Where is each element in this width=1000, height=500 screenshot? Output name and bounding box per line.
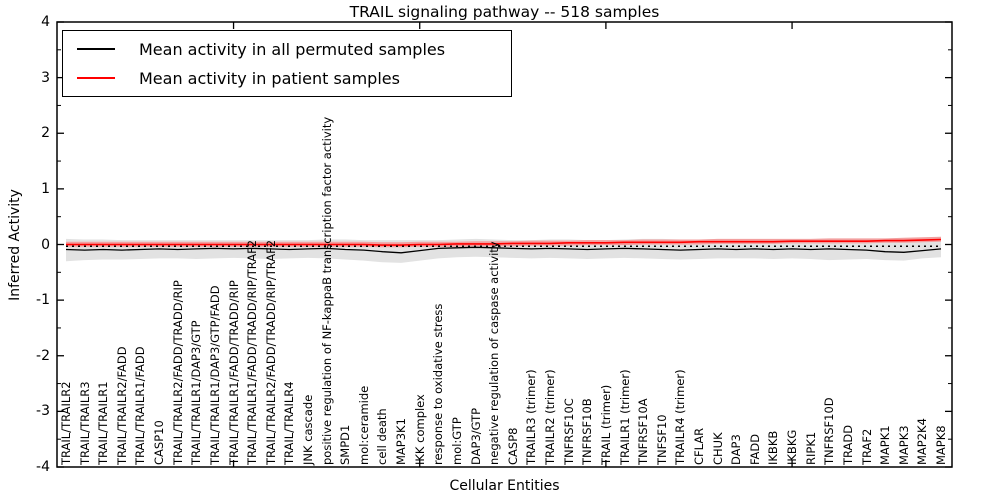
x-category-label: mol:ceramide [356,385,371,465]
x-category-label: TNFRSF10D [822,397,837,465]
x-category-label: CASP10 [152,420,167,465]
x-category-label: positive regulation of NF-kappaB transcr… [319,116,334,465]
x-category-label: TNFRSF10B [580,398,595,465]
x-category-label: TRAILR3 (trimer) [524,369,539,465]
x-category-label: TNFRSF10A [636,398,651,465]
x-category-label: JNK cascade [301,394,316,465]
x-category-label: TRAIL/TRAILR2 [59,381,73,465]
legend-line-swatch-black [77,48,115,50]
x-category-label: TRAIL/TRAILR2/FADD/TRADD/RIP/TRAF2 [263,239,278,465]
x-category-label: TRADD [840,424,855,465]
x-category-label: TRAIL/TRAILR1/DAP3/GTP/FADD [207,285,222,465]
series-permuted-mean-line [65,246,942,254]
x-category-label: IKBKB [766,430,781,465]
x-category-label: IKBKG [785,429,800,465]
x-category-label: TNFSF10 [654,414,669,465]
x-category-label: DAP3/GTP [468,407,483,465]
legend-item-permuted: Mean activity in all permuted samples [77,37,511,61]
x-category-label: TRAIL/TRAILR1 [96,381,111,465]
x-category-label: TRAIL/TRAILR3 [77,381,92,465]
x-category-label: MAPK8 [934,425,948,465]
x-category-label: TRAIL/TRAILR1/FADD/TRADD/RIP [226,280,241,465]
x-category-label: IKK complex [412,394,427,465]
x-category-label: mol:GTP [449,417,464,465]
legend-label-permuted: Mean activity in all permuted samples [139,39,446,59]
series-patient-mean-line [66,238,942,246]
x-category-label: cell death [375,408,390,465]
legend: Mean activity in all permuted samples Me… [62,30,512,97]
legend-item-patient: Mean activity in patient samples [77,66,511,90]
x-axis-label: Cellular Entities [449,478,560,494]
x-category-label: TRAILR4 (trimer) [673,369,688,465]
x-category-label: TRAF2 [859,428,874,465]
x-category-label: FADD [747,433,762,465]
x-category-label: SMPD1 [338,424,353,465]
x-category-label: negative regulation of caspase activity [487,241,502,465]
x-category-label: TRAILR2 (trimer) [543,369,558,465]
x-category-label: TRAIL/TRAILR2/FADD [114,346,129,465]
x-category-label: TRAIL (trimer) [598,384,613,465]
x-category-label: MAPK1 [878,425,893,465]
x-category-label: RIPK1 [803,431,818,465]
x-category-label: MAP2K4 [915,418,930,465]
x-category-label: TRAIL/TRAILR1/FADD [133,346,148,465]
x-category-label: TRAILR1 (trimer) [617,369,632,465]
x-category-label: CASP8 [505,427,520,465]
legend-line-swatch-red [77,77,115,79]
x-category-label: DAP3 [729,434,744,465]
x-category-label: response to oxidative stress [431,303,446,465]
x-category-label: CHUK [710,432,725,465]
x-category-label: CFLAR [691,427,706,465]
x-category-label: MAPK3 [896,425,911,465]
x-category-label: TRAIL/TRAILR1/FADD/TRADD/RIP/TRAF2 [245,239,260,465]
x-category-label: TRAIL/TRAILR1/DAP3/GTP [189,320,204,465]
x-category-label: TRAIL/TRAILR4 [282,381,297,465]
x-category-label: TNFRSF10C [561,398,576,465]
chart-title: TRAIL signaling pathway -- 518 samples [349,3,660,21]
legend-label-patient: Mean activity in patient samples [139,68,400,88]
x-category-label: TRAIL/TRAILR2/FADD/TRADD/RIP [170,280,185,465]
y-axis-label: Inferred Activity [7,189,23,301]
x-category-label: MAP3K1 [394,418,409,465]
